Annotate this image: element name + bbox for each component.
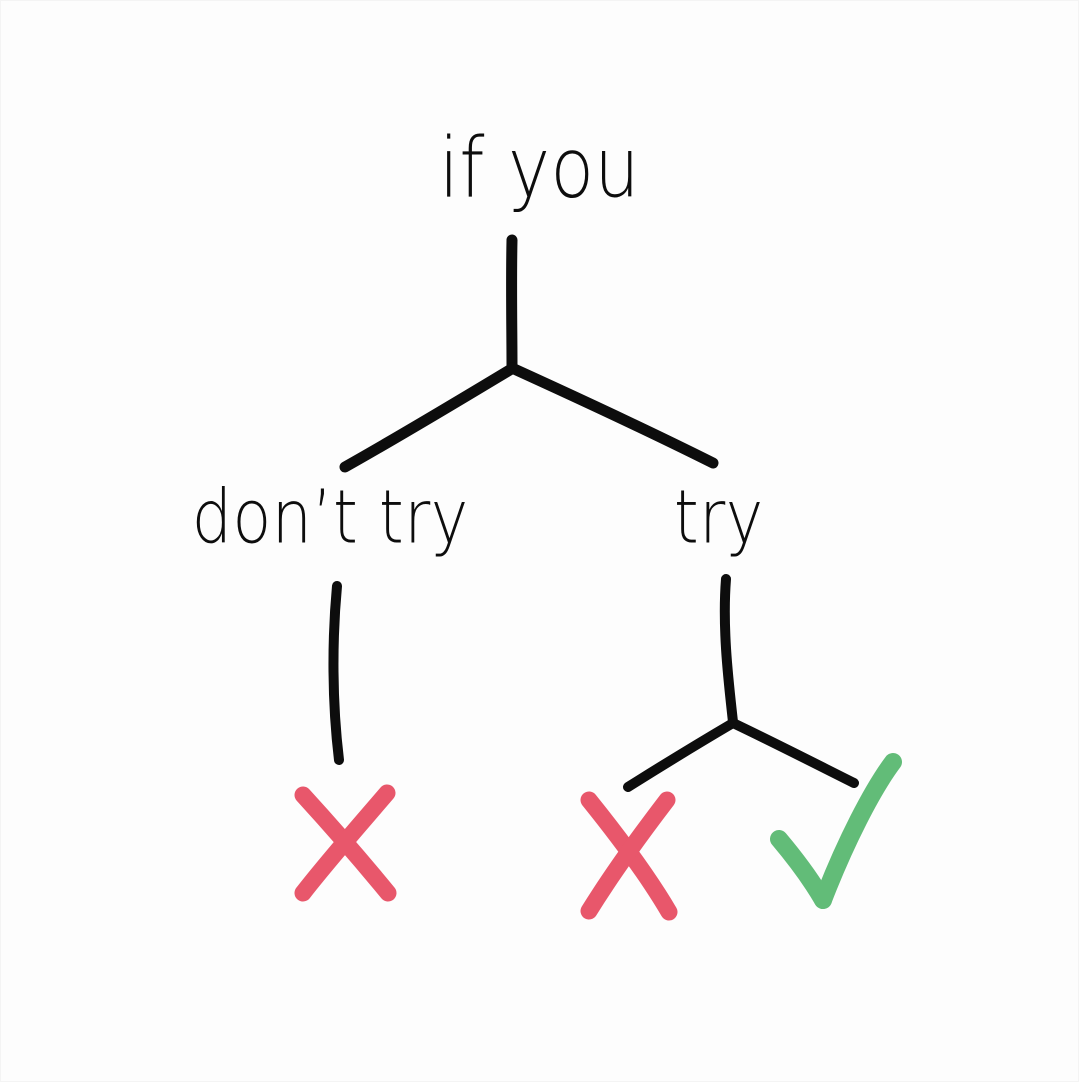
fork-left-line bbox=[339, 362, 519, 473]
right-subfork-left-line bbox=[623, 718, 738, 792]
fork-right-line bbox=[506, 362, 719, 469]
cross-icon-right bbox=[580, 791, 678, 921]
left-branch-stem-line bbox=[328, 581, 344, 765]
branch-label-dont-try: don’t try bbox=[186, 480, 475, 554]
root-node-label: if you bbox=[0, 127, 1079, 210]
tree-branch-lines bbox=[328, 234, 859, 792]
check-icon bbox=[770, 753, 902, 909]
root-node-text: if you bbox=[439, 120, 640, 217]
cross-icon-left bbox=[294, 784, 397, 902]
outcome-marks bbox=[294, 753, 902, 921]
right-subfork-right-line bbox=[728, 718, 859, 788]
branch-label-try: try bbox=[672, 480, 766, 554]
right-branch-stem-line bbox=[719, 574, 738, 727]
branch-label-dont-try-text: don’t try bbox=[191, 474, 469, 561]
branch-label-try-text: try bbox=[673, 474, 764, 561]
